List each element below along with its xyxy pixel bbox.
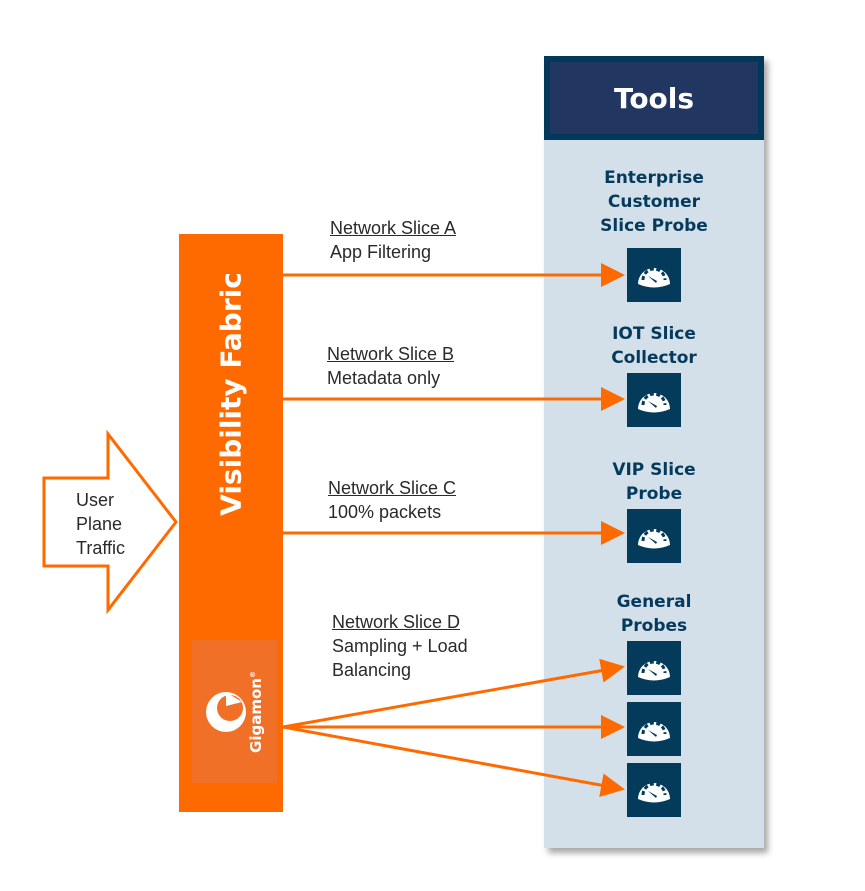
tool-label-line: Enterprise [604,168,704,188]
traffic-label-line: User [76,490,115,510]
probe-enterprise[interactable] [627,248,681,302]
probe-general-1[interactable] [627,641,681,695]
slice-title: Network Slice D [332,612,461,632]
tool-label-line: Customer [607,192,701,212]
slice-d-label: Network Slice D Sampling + Load Balancin… [332,610,468,682]
slice-a-label: Network Slice A App Filtering [330,216,456,264]
gigamon-logo-mark-icon [206,692,246,732]
probe-iot[interactable] [627,373,681,427]
speedometer-icon [638,392,670,413]
tool-label-line: Collector [611,348,697,368]
tool-label-line: VIP Slice [612,460,696,480]
gigamon-logo: Gigamon® [192,640,277,783]
slice-title: Network Slice A [330,218,457,238]
speedometer-icon [638,660,670,681]
arrow-slice-d-3 [282,725,625,798]
speedometer-icon [638,721,670,742]
tool-label-iot: IOT Slice Collector [554,322,754,370]
tool-label-line: Probes [620,616,688,636]
user-plane-traffic-arrow [42,430,178,614]
slice-description: Sampling + Load [332,636,468,656]
slice-title: Network Slice B [327,344,455,364]
tool-label-general: General Probes [554,590,754,638]
tool-label-vip: VIP Slice Probe [554,458,754,506]
arrow-slice-d-1 [282,658,625,729]
tool-label-enterprise: Enterprise Customer Slice Probe [554,166,754,238]
tools-title: Tools [550,62,758,134]
speedometer-icon [638,782,670,803]
slice-c-label: Network Slice C 100% packets [328,476,456,524]
slice-description: 100% packets [328,502,442,522]
user-plane-traffic-label: User Plane Traffic [56,488,146,560]
tool-label-line: Probe [625,484,683,504]
tool-label-line: General [616,592,692,612]
probe-general-2[interactable] [627,702,681,756]
slice-description: Balancing [332,660,412,680]
tools-header: Tools [544,56,764,140]
slice-b-label: Network Slice B Metadata only [327,342,454,390]
tool-label-line: Slice Probe [600,216,708,236]
traffic-label-line: Plane [76,514,123,534]
slice-description: App Filtering [330,242,432,262]
tool-label-line: IOT Slice [612,324,696,344]
probe-vip[interactable] [627,509,681,563]
probe-general-3[interactable] [627,763,681,817]
speedometer-icon [638,528,670,549]
traffic-label-line: Traffic [76,538,126,558]
slice-title: Network Slice C [328,478,457,498]
speedometer-icon [638,267,670,288]
slice-description: Metadata only [327,368,441,388]
